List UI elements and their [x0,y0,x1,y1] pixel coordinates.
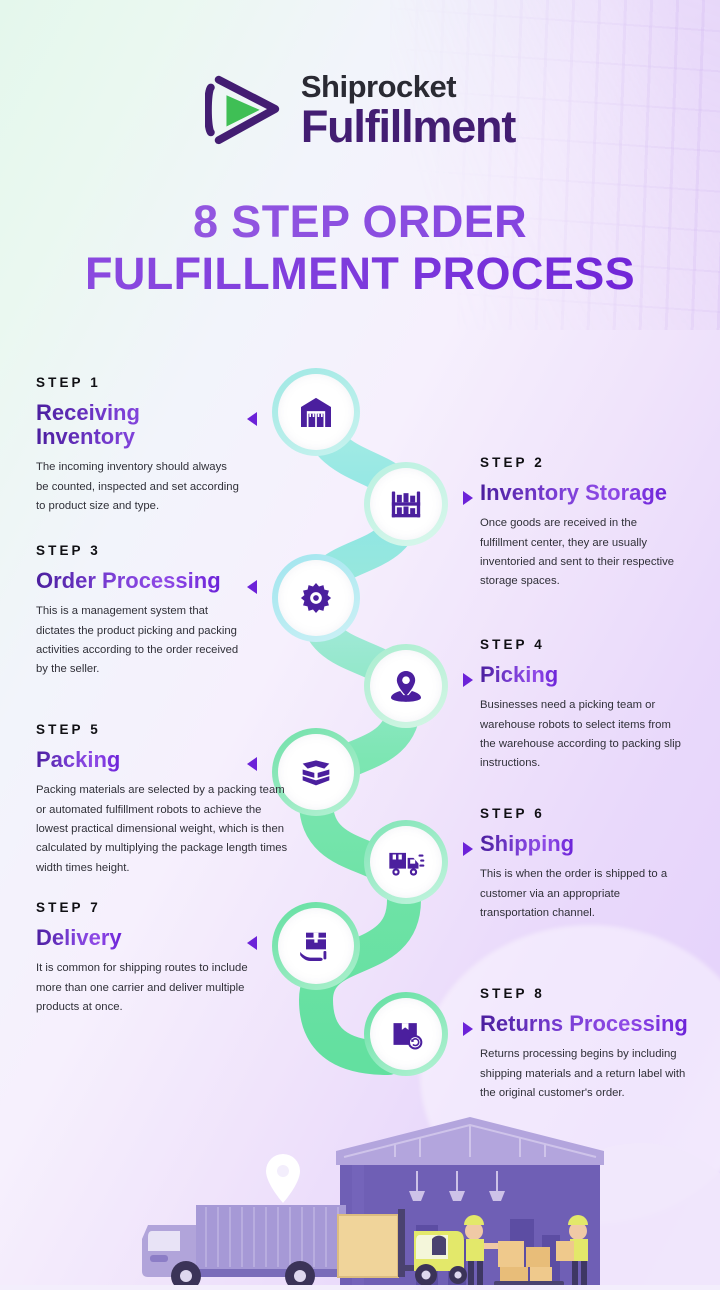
step-block-1: STEP 1 Receiving Inventory The incoming … [36,375,241,517]
step-icon-node-2 [364,462,448,546]
step-block-7: STEP 7 Delivery It is common for shippin… [36,900,248,1017]
step-block-2: STEP 2 Inventory Storage Once goods are … [480,455,687,592]
page-title-line-1: 8 STEP ORDER [0,196,720,248]
step-icon-node-6 [364,820,448,904]
step-number-2: STEP 2 [480,455,545,470]
node-inner-6 [370,826,442,898]
step-icon-node-7 [272,902,360,990]
step-number-6: STEP 6 [480,806,545,821]
step-body-6: This is when the order is shipped to a c… [480,868,668,920]
node-inner-8 [370,998,442,1070]
step-block-6: STEP 6 Shipping This is when the order i… [480,806,690,923]
step-block-5: STEP 5 Packing Packing materials are sel… [36,722,288,878]
step-arrow-8 [463,1022,473,1036]
node-inner-3 [278,560,354,636]
step-icon-node-8 [364,992,448,1076]
step-number-4: STEP 4 [480,637,545,652]
play-triangle-logo-icon [203,66,287,154]
step-title-5: Packing [36,747,121,772]
step-body-8: Returns processing begins by including s… [480,1048,686,1100]
worker-left [464,1215,498,1285]
location-pin-illustration [266,1154,300,1203]
location-pin-icon [391,671,421,702]
logo-line-fulfillment: Fulfillment [300,101,516,152]
step-icon-node-1 [272,368,360,456]
step-body-7: It is common for shipping routes to incl… [36,962,248,1014]
delivery-truck-illustration [142,1205,346,1290]
node-inner-2 [370,468,442,540]
step-number-7: STEP 7 [36,900,101,915]
step-title-2: Inventory Storage [480,480,668,505]
step-arrow-2 [463,491,473,505]
step-title-1: Receiving Inventory [36,400,241,449]
boxes-on-cart [494,1241,564,1286]
step-icon-node-3 [272,554,360,642]
step-number-3: STEP 3 [36,543,101,558]
node-inner-4 [370,650,442,722]
pallet-crate [338,1215,398,1277]
node-inner-1 [278,374,354,450]
step-block-8: STEP 8 Returns Processing Returns proces… [480,986,692,1103]
step-icon-node-5 [272,728,360,816]
page-title: 8 STEP ORDER FULFILLMENT PROCESS [0,196,720,300]
step-block-3: STEP 3 Order Processing This is a manage… [36,543,243,680]
step-number-5: STEP 5 [36,722,101,737]
step-title-4: Picking [480,662,559,687]
step-body-1: The incoming inventory should always be … [36,461,239,513]
step-title-8: Returns Processing [480,1011,688,1036]
warehouse-icon [301,397,331,427]
open-box-icon [302,760,330,786]
node-inner-7 [278,908,354,984]
step-arrow-5 [247,757,257,771]
worker-right [556,1215,588,1285]
return-box-icon [393,1023,423,1050]
step-arrow-4 [463,673,473,687]
step-number-1: STEP 1 [36,375,101,390]
shelf-rack-icon [391,491,421,518]
step-body-3: This is a management system that dictate… [36,605,239,676]
step-arrow-7 [247,936,257,950]
background-warehouse-photo [390,0,720,330]
step-title-6: Shipping [480,831,575,856]
page-title-line-2: FULFILLMENT PROCESS [0,248,720,300]
step-body-5: Packing materials are selected by a pack… [36,784,288,874]
step-arrow-3 [247,580,257,594]
warehouse-loading-illustration [0,1113,720,1290]
hand-holding-box-icon [300,932,327,961]
logo-wordmark: Shiprocket Fulfillment [300,69,516,152]
step-arrow-1 [247,412,257,426]
node-inner-5 [278,734,354,810]
step-icon-node-4 [364,644,448,728]
step-body-4: Businesses need a picking team or wareho… [480,699,681,770]
step-block-4: STEP 4 Picking Businesses need a picking… [480,637,687,774]
step-number-8: STEP 8 [480,986,545,1001]
forklift [398,1209,467,1286]
brand-logo: Shiprocket Fulfillment [0,66,720,154]
step-title-3: Order Processing [36,568,221,593]
step-title-7: Delivery [36,925,122,950]
delivery-truck-icon [389,852,425,876]
gear-icon [300,583,332,613]
step-body-2: Once goods are received in the fulfillme… [480,517,675,588]
logo-line-shiprocket: Shiprocket [300,69,457,104]
step-arrow-6 [463,842,473,856]
